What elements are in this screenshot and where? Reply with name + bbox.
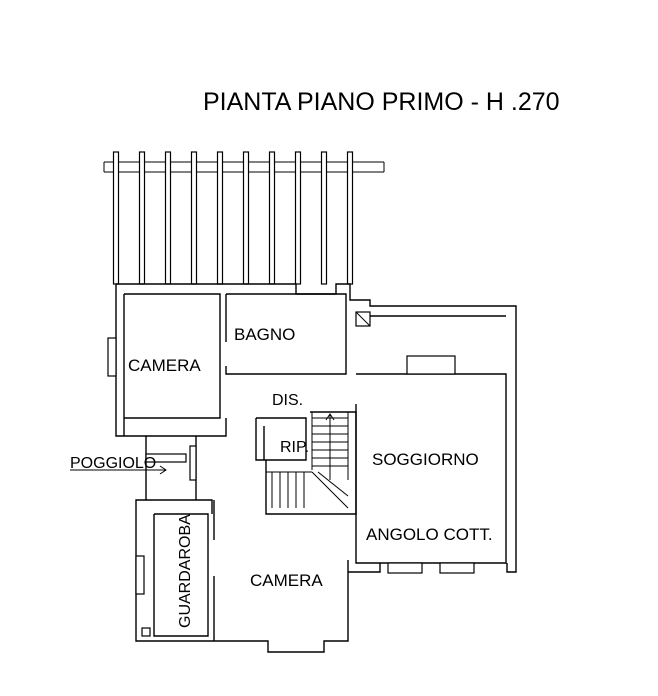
label-rip: RIP. — [280, 439, 309, 456]
label-dis: DIS. — [272, 392, 303, 409]
pergola-beam — [268, 151, 276, 285]
pergola-beam — [112, 151, 120, 285]
label-poggiolo: POGGIOLO — [70, 455, 156, 472]
windows — [107, 337, 475, 595]
pergola-beam — [242, 151, 250, 285]
label-camera-1: CAMERA — [128, 356, 201, 375]
pergola-beam — [320, 151, 328, 285]
label-guardaroba: GUARDAROBA — [177, 514, 194, 628]
pergola-beam — [294, 151, 302, 285]
plan-title: PIANTA PIANO PRIMO - H .270 — [203, 88, 560, 116]
label-bagno: BAGNO — [234, 325, 295, 344]
poggiolo-arrow — [70, 465, 167, 475]
pergola-beam — [164, 151, 172, 285]
stair-step — [317, 471, 349, 497]
interior-walls — [123, 293, 507, 641]
label-angolo-cott: ANGOLO COTT. — [366, 525, 493, 544]
staircase — [266, 412, 349, 509]
chimney — [141, 311, 371, 637]
pergola — [103, 151, 385, 285]
pergola-beam — [346, 151, 354, 285]
label-camera-2: CAMERA — [250, 571, 323, 590]
stair-step — [311, 471, 349, 509]
pergola-beam — [190, 151, 198, 285]
pergola-beam — [138, 151, 146, 285]
label-soggiorno: SOGGIORNO — [372, 450, 479, 469]
pergola-beam — [216, 151, 224, 285]
stair-arrow-head — [325, 413, 335, 421]
